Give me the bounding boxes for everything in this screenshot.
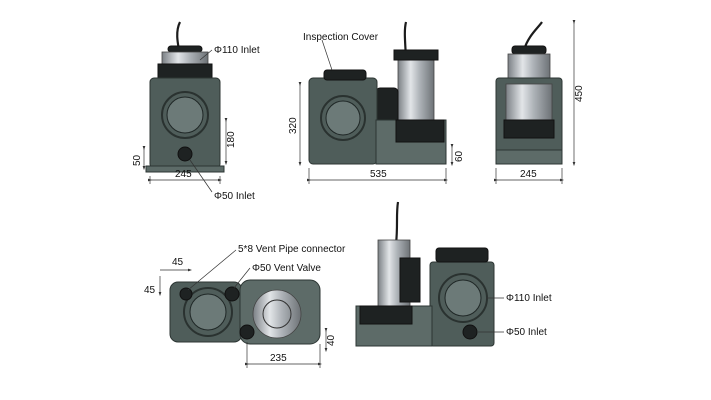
side-cover (325, 100, 361, 136)
dim-side-base: 60 (454, 150, 465, 162)
rear-inlet-50 (462, 324, 478, 340)
side-ring (320, 95, 366, 141)
label-inlet-50-front: Φ50 Inlet (214, 191, 255, 202)
dim-end-height: 450 (574, 85, 585, 102)
end-flange (503, 119, 555, 139)
dim-front-width: 245 (175, 169, 192, 180)
handle (167, 45, 203, 53)
side-view: 320 60 535 Inspection Cover (288, 21, 465, 184)
inlet-50 (177, 146, 193, 162)
label-inlet-50-rear: Φ50 Inlet (506, 327, 547, 338)
top-ring (183, 287, 233, 337)
pump-base-flange (395, 119, 445, 143)
end-view: 450 245 (493, 19, 585, 184)
dim-top-offset-y: 45 (144, 285, 156, 296)
rear-flange (359, 305, 413, 325)
dim-top-offset-small: 40 (326, 334, 337, 346)
rear-discharge (399, 257, 421, 303)
motor-flange (157, 63, 213, 79)
dim-top-offset-x: 45 (172, 257, 184, 268)
top-inlet-cover (189, 293, 227, 331)
label-vent-pipe-connector: 5*8 Vent Pipe connector (238, 244, 346, 255)
dim-front-inlet: 50 (132, 154, 143, 166)
rear-view: Φ110 Inlet Φ50 Inlet (355, 201, 552, 347)
label-inlet-110-rear: Φ110 Inlet (506, 293, 552, 304)
top-view: 45 45 235 40 5*8 Vent Pipe connector Φ50… (144, 244, 346, 368)
label-inlet-110-top: Φ110 Inlet (214, 45, 260, 56)
label-inspection-cover: Inspection Cover (303, 32, 379, 43)
dim-side-height: 320 (288, 117, 299, 134)
inlet-110-ring (161, 91, 209, 139)
dim-front-height: 180 (226, 131, 237, 148)
inlet-110-cover (166, 96, 204, 134)
dim-top-spacing: 235 (270, 353, 287, 364)
top-small-outlet (239, 324, 255, 340)
pump-top (393, 49, 439, 61)
power-cable-rear (394, 201, 400, 245)
pump-top-disc (252, 289, 302, 339)
end-handle (511, 45, 547, 55)
pump-motor (397, 57, 435, 121)
front-base (145, 165, 225, 173)
rear-inspection-cover (435, 247, 489, 263)
dim-side-length: 535 (370, 169, 387, 180)
rear-inlet-110 (444, 279, 482, 317)
vent-valve (224, 286, 240, 302)
dim-end-width: 245 (520, 169, 537, 180)
end-base (495, 149, 563, 165)
label-vent-valve: Φ50 Vent Valve (252, 263, 321, 274)
front-view: 180 50 245 Φ110 Inlet Φ50 Inlet (132, 21, 260, 202)
vent-pipe-connector (179, 287, 193, 301)
inspection-cover (323, 69, 367, 81)
